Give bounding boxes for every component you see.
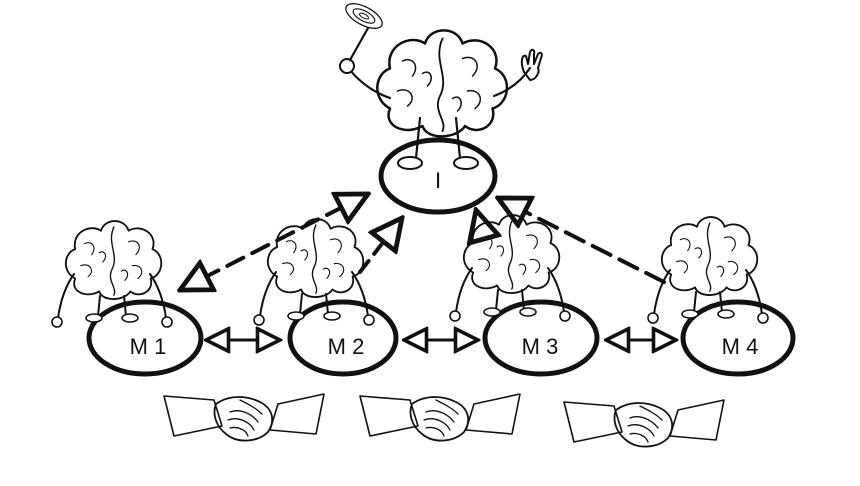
handshake-icon (359, 393, 521, 442)
member-platform (86, 299, 204, 377)
hub-label: I (435, 168, 441, 193)
connector-m2-hub (358, 218, 402, 274)
hub-node: I (339, 3, 543, 215)
connector-m3-hub (476, 210, 482, 232)
connector-hub-m1 (180, 194, 368, 290)
member-label: M 3 (522, 334, 559, 359)
member-node-m2: M 2 (254, 219, 399, 377)
magic-wand-icon (345, 3, 383, 62)
handshake-icon (163, 393, 325, 442)
handshake-icon (563, 399, 725, 448)
member-node-m3: M 3 (450, 215, 600, 377)
connector-m4-hub (498, 198, 666, 284)
member-node-m4: M 4 (648, 217, 796, 377)
member-node-m1: M 1 (52, 221, 204, 377)
member-label: M 4 (722, 334, 759, 359)
member-label: M 1 (130, 334, 167, 359)
hub-brain-figure (339, 3, 543, 170)
member-label: M 2 (328, 334, 365, 359)
